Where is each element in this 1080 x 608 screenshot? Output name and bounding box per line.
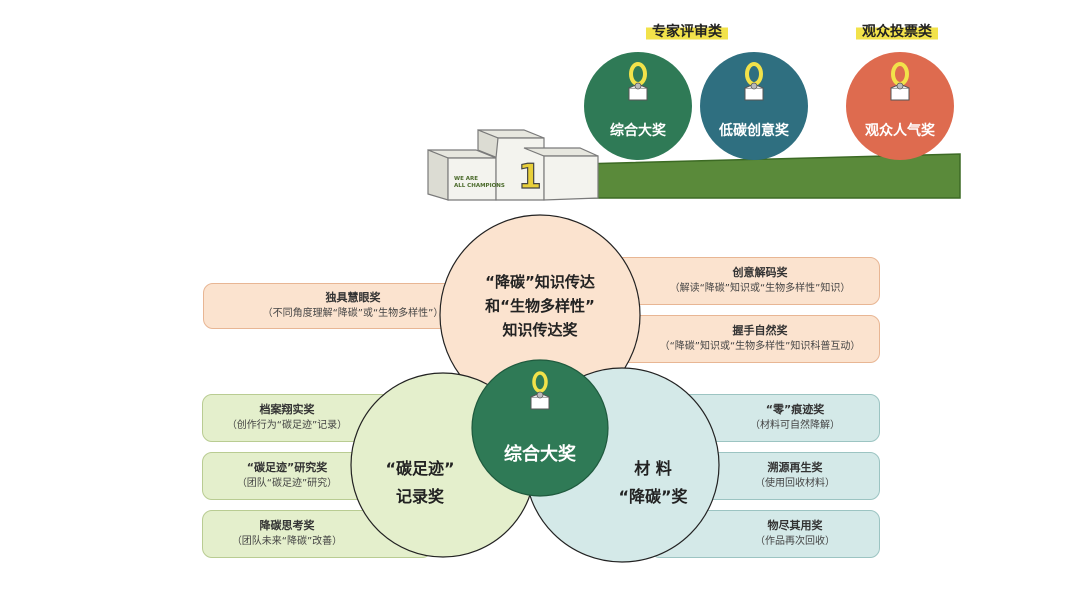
trophy-icon xyxy=(628,62,648,101)
side-box-title: “碳足迹”研究奖 xyxy=(246,461,328,474)
award-circle-low-carbon: 低碳创意奖 xyxy=(700,52,808,160)
side-box-sub: （不同角度理解“降碳”或“生物多样性”） xyxy=(262,308,444,319)
side-box-title: 物尽其用奖 xyxy=(767,519,823,532)
side-box-title: “零”痕迹奖 xyxy=(765,403,825,416)
award-label-audience: 观众人气奖 xyxy=(865,123,935,139)
category-label-expert: 专家评审类 xyxy=(646,20,728,42)
side-box-title: 降碳思考奖 xyxy=(259,519,315,532)
side-box-title: 独具慧眼奖 xyxy=(325,291,381,304)
side-box-sub: （创作行为“碳足迹”记录） xyxy=(226,420,348,431)
podium-scene: WE ARE ALL CHAMPIONS 1 xyxy=(427,129,961,201)
side-box-sub: （解读“降碳”知识或“生物多样性”知识） xyxy=(669,283,851,294)
trophy-icon xyxy=(744,62,764,101)
award-circle-comprehensive: 综合大奖 xyxy=(584,52,692,160)
venn-label-material: 材 料 “降碳”奖 xyxy=(598,455,708,511)
side-box-sub: （使用回收材料） xyxy=(755,478,835,489)
category-label-audience: 观众投票类 xyxy=(856,20,938,42)
venn-center-circle xyxy=(471,359,609,497)
podium-icon xyxy=(427,129,599,201)
venn-knowledge-line3: 知识传达奖 xyxy=(502,321,578,339)
venn-center-label: 综合大奖 xyxy=(504,444,576,465)
venn-footprint-line2: 记录奖 xyxy=(395,487,444,506)
venn-material-line2: “降碳”奖 xyxy=(618,487,688,506)
podium-number: 1 xyxy=(518,157,542,197)
side-box-title: 握手自然奖 xyxy=(732,324,788,337)
venn-label-knowledge: “降碳”知识传达 和“生物多样性” 知识传达奖 xyxy=(455,270,625,342)
trophy-icon xyxy=(530,371,550,410)
award-label-low-carbon: 低碳创意奖 xyxy=(719,123,789,139)
venn-label-footprint: “碳足迹” 记录奖 xyxy=(370,455,470,511)
trophy-icon xyxy=(890,62,910,101)
venn-material-line1: 材 料 xyxy=(634,459,672,478)
side-box-sub: （材料可自然降解） xyxy=(750,420,840,431)
podium-tagline-1: WE ARE xyxy=(454,176,478,182)
venn-knowledge-line1: “降碳”知识传达 xyxy=(485,273,595,291)
side-box-sub: （团队未来“降碳”改善） xyxy=(231,536,343,547)
award-label-comprehensive: 综合大奖 xyxy=(610,123,666,139)
side-box-sub: （作品再次回收） xyxy=(755,536,835,547)
side-box-title: 溯源再生奖 xyxy=(767,461,823,474)
side-box-title: 创意解码奖 xyxy=(732,266,788,279)
podium-tagline-2: ALL CHAMPIONS xyxy=(454,183,505,189)
side-box-sub: （团队“碳足迹”研究） xyxy=(236,478,338,489)
side-box-sub: （“降碳”知识或“生物多样性”知识科普互动） xyxy=(659,341,861,352)
venn-knowledge-line2: 和“生物多样性” xyxy=(485,297,595,315)
side-box-title: 档案翔实奖 xyxy=(259,403,315,416)
venn-footprint-line1: “碳足迹” xyxy=(385,459,455,478)
award-circle-audience: 观众人气奖 xyxy=(846,52,954,160)
